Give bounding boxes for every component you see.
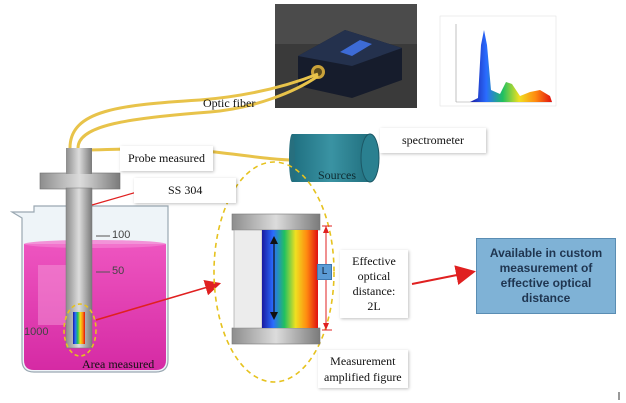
callout-line-3: effective optical — [500, 276, 592, 290]
effective-line-2: optical — [357, 269, 391, 283]
sources-label: Sources — [318, 168, 356, 182]
beaker-mark-50: 50 — [112, 265, 125, 277]
callout-line-1: Available in custom — [489, 246, 603, 260]
spectrometer-device-image — [275, 4, 417, 108]
callout-line-2: measurement of — [499, 261, 593, 275]
measurement-line-2: amplified figure — [324, 370, 402, 384]
probe-rod — [39, 148, 121, 349]
emission-spectrum-thumbnail — [439, 15, 557, 107]
amplified-figure-outline — [213, 161, 335, 383]
measurement-line-1: Measurement — [330, 354, 396, 368]
effective-line-1: Effective — [352, 254, 396, 268]
area-measured-label: Area measured — [82, 357, 155, 371]
effective-line-3: distance: — [352, 284, 396, 298]
beaker-mark-1000: 1000 — [24, 326, 49, 338]
ss304-label: SS 304 — [134, 178, 237, 203]
callout-line-4: distance — [521, 291, 571, 305]
custom-measurement-callout: Available in custom measurement of effec… — [476, 238, 616, 314]
probe-measured-label: Probe measured — [120, 146, 213, 171]
beaker-mark-100: 100 — [112, 229, 131, 241]
measurement-amplified-figure-label: Measurement amplified figure — [318, 350, 408, 388]
magnified-probe-section — [231, 213, 321, 345]
spectrometer-label: spectrometer — [380, 128, 486, 153]
sources-light-unit — [289, 133, 380, 183]
optic-fiber-label: Optic fiber — [203, 96, 256, 110]
magnify-arrow — [95, 279, 222, 321]
callout-arrow — [411, 265, 476, 285]
l-marker-badge: L — [317, 264, 332, 280]
area-measured-outline — [63, 303, 97, 357]
effective-line-4: 2L — [367, 299, 381, 313]
effective-optical-distance-label: Effective optical distance: 2L — [340, 250, 408, 318]
